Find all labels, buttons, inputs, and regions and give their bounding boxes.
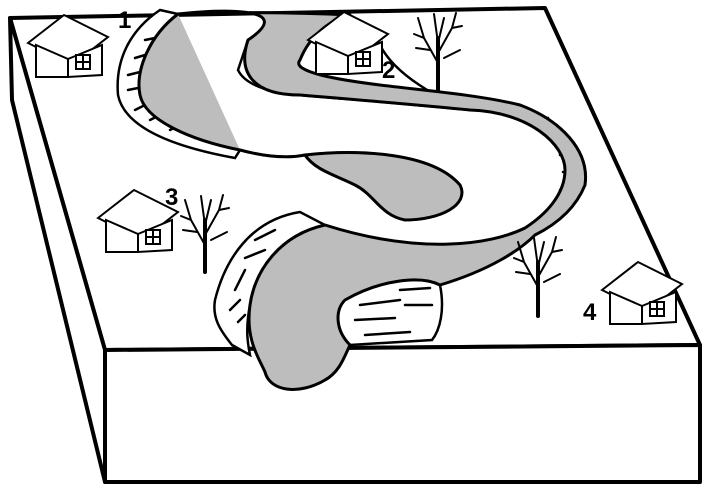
house-icon bbox=[306, 10, 390, 76]
house-icon bbox=[96, 188, 180, 254]
house-4-label: 4 bbox=[583, 299, 597, 326]
house-2-label: 2 bbox=[382, 57, 395, 84]
house-1-label: 1 bbox=[118, 7, 131, 34]
house-icon bbox=[26, 13, 110, 79]
tree-icon bbox=[413, 12, 463, 92]
tree-icon bbox=[513, 236, 563, 318]
tree-3 bbox=[513, 236, 563, 318]
house-4 bbox=[600, 260, 684, 326]
house-3-label: 3 bbox=[165, 184, 178, 211]
tree-icon bbox=[180, 194, 230, 274]
river-channel bbox=[137, 9, 588, 391]
house-1 bbox=[26, 13, 110, 79]
house-icon bbox=[600, 260, 684, 326]
block-front-face bbox=[103, 343, 702, 484]
house-2 bbox=[306, 10, 390, 76]
tree-1 bbox=[413, 12, 463, 92]
house-3 bbox=[96, 188, 180, 254]
tree-2 bbox=[180, 194, 230, 274]
